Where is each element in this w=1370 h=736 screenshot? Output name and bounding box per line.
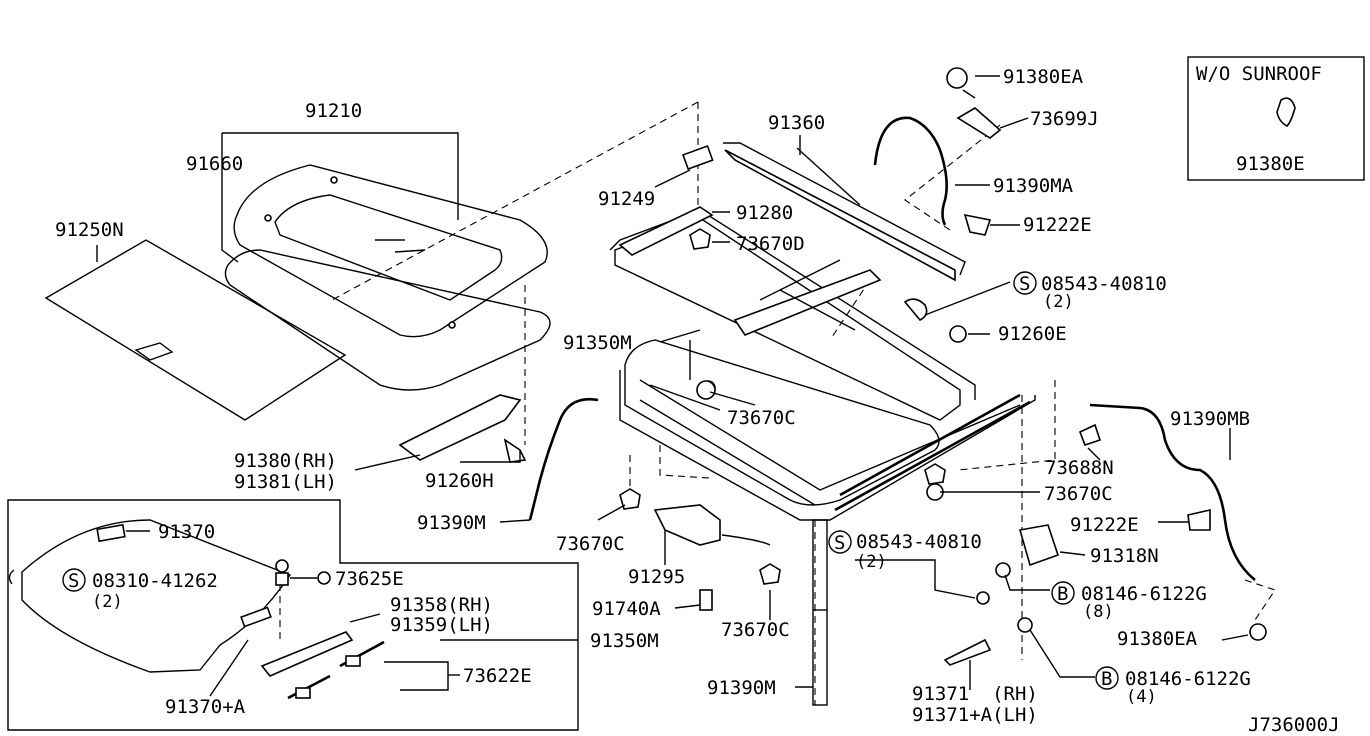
front-deflector-rail — [723, 135, 966, 282]
glass-lid-assembly — [221, 132, 551, 391]
label-91371A-LH: 91371+A(LH) — [912, 704, 1038, 726]
diagram-code: J736000J — [1248, 714, 1340, 736]
label-73670C-1: 73670C — [727, 407, 796, 429]
label-08543-40810-bottom: 08543-40810 — [856, 531, 982, 553]
screw-symbol-2 — [828, 530, 852, 554]
label-qty-2-bottom: (2) — [856, 552, 887, 572]
label-91660: 91660 — [186, 153, 243, 175]
label-91371-RH: 91371 (RH) — [912, 683, 1038, 705]
label-08310-41262: 08310-41262 — [92, 570, 218, 592]
label-73625E: 73625E — [335, 568, 404, 590]
inset-title: W/O SUNROOF — [1196, 63, 1322, 85]
label-91740A: 91740A — [592, 598, 661, 620]
label-91359LH: 91359(LH) — [390, 614, 493, 636]
svg-text:B: B — [1057, 583, 1068, 605]
label-73670D: 73670D — [736, 233, 805, 255]
dashed-guides — [331, 101, 1276, 705]
label-91380EA-bottom: 91380EA — [1117, 628, 1198, 650]
svg-text:B: B — [1101, 668, 1112, 690]
label-91381LH: 91381(LH) — [234, 471, 337, 493]
label-08543-40810-top: 08543-40810 — [1041, 273, 1167, 295]
label-73670C-2: 73670C — [1044, 483, 1113, 505]
label-91390M-left: 91390M — [417, 512, 486, 534]
screw-symbol-1 — [1013, 271, 1037, 295]
label-91280: 91280 — [736, 202, 793, 224]
small-parts — [398, 67, 1267, 666]
seal-frame — [224, 249, 551, 391]
bolt-symbol-2 — [1095, 666, 1119, 690]
svg-text:S: S — [834, 532, 845, 554]
leader-lines — [354, 75, 1249, 690]
label-91295: 91295 — [628, 566, 685, 588]
clip-icon — [1276, 97, 1296, 127]
sunshade-cloth — [44, 239, 347, 421]
inset-without-sunroof: W/O SUNROOF 91380E — [1187, 56, 1365, 181]
label-qty-2-inset: (2) — [92, 592, 123, 612]
label-91249: 91249 — [598, 188, 655, 210]
label-73670C-3: 73670C — [556, 533, 625, 555]
label-91222E-bottom: 91222E — [1070, 514, 1139, 536]
label-91380RH: 91380(RH) — [234, 450, 337, 472]
label-91360: 91360 — [768, 112, 825, 134]
label-91380EA-top: 91380EA — [1003, 66, 1084, 88]
symbol-markers: S S S B B — [62, 271, 1119, 690]
label-08146-6122G-top: 08146-6122G — [1081, 583, 1207, 605]
sunroof-frame — [609, 209, 1036, 521]
label-91350M-mid: 91350M — [563, 332, 632, 354]
label-08146-6122G-bottom: 08146-6122G — [1125, 668, 1251, 690]
label-73622E: 73622E — [463, 665, 532, 687]
label-91390M-bottom: 91390M — [707, 677, 776, 699]
label-qty-2-top: (2) — [1043, 292, 1074, 312]
link-bracket — [398, 394, 522, 461]
label-91370A: 91370+A — [165, 696, 246, 718]
label-73670C-4: 73670C — [721, 619, 790, 641]
svg-text:S: S — [1019, 273, 1030, 295]
sunshade-panel — [21, 519, 292, 673]
sunshade-subassembly-box — [7, 499, 579, 731]
screw-symbol-3 — [62, 568, 86, 592]
guide-rail — [260, 631, 354, 677]
label-qty-4: (4) — [1126, 687, 1157, 707]
label-qty-8: (8) — [1083, 602, 1114, 622]
part-labels: 91210 91660 91250N 91360 91249 91280 736… — [55, 66, 1340, 736]
label-91250N: 91250N — [55, 219, 124, 241]
label-91318N: 91318N — [1090, 545, 1159, 567]
label-91260E: 91260E — [998, 323, 1067, 345]
glass-panel — [233, 164, 548, 338]
inset-part-label: 91380E — [1236, 153, 1305, 175]
label-91210: 91210 — [305, 100, 362, 122]
label-91350M-box: 91350M — [590, 630, 659, 652]
bolt-symbol-1 — [1051, 581, 1075, 605]
label-91260H: 91260H — [425, 470, 494, 492]
label-91390MA: 91390MA — [993, 175, 1074, 197]
drain-hoses — [528, 116, 1256, 706]
label-91390MB: 91390MB — [1170, 408, 1250, 430]
svg-text:S: S — [68, 570, 79, 592]
label-73688N: 73688N — [1045, 457, 1114, 479]
label-73699J: 73699J — [1030, 108, 1099, 130]
label-91358RH: 91358(RH) — [390, 594, 493, 616]
label-91370: 91370 — [158, 521, 215, 543]
label-91222E-top: 91222E — [1023, 214, 1092, 236]
